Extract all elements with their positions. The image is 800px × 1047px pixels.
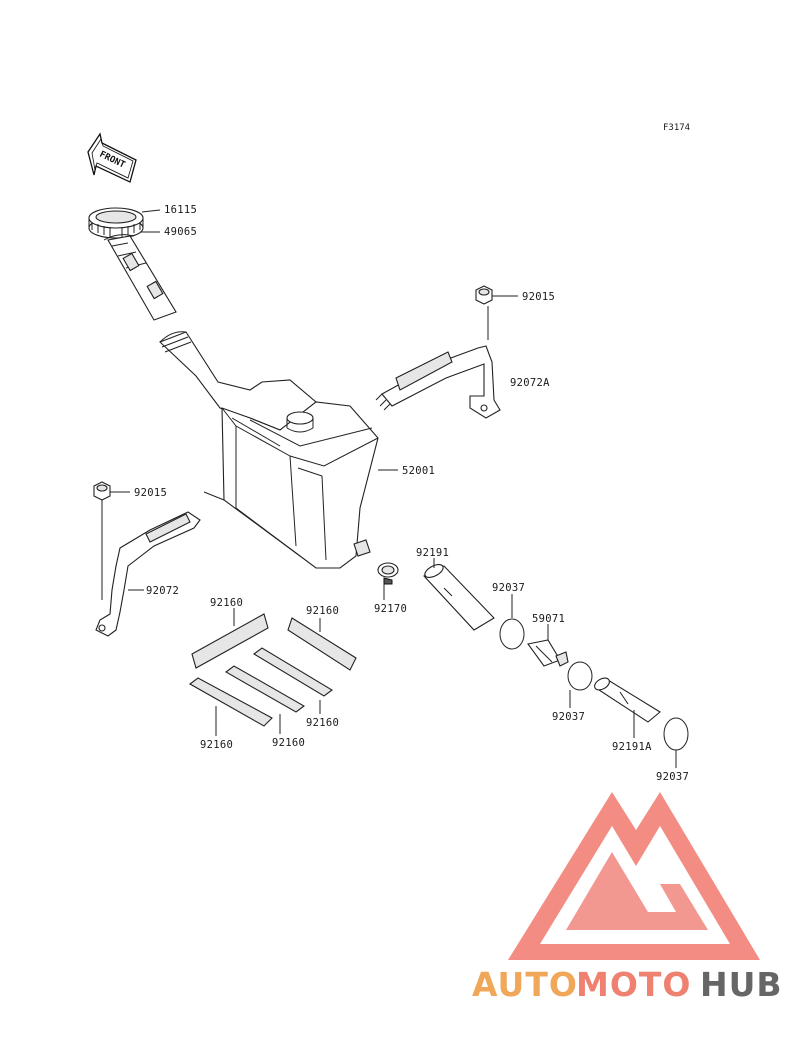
label-92170: 92170 (374, 603, 407, 615)
label-92160-d: 92160 (272, 737, 305, 749)
nut-right (475, 285, 493, 305)
tank-cap (88, 207, 144, 239)
leader-lines (101, 209, 677, 768)
label-92072a: 92072A (510, 377, 550, 389)
circlip-c (663, 717, 689, 751)
label-92015-left: 92015 (134, 487, 167, 499)
fuel-tank (158, 331, 379, 569)
label-59071: 59071 (532, 613, 565, 625)
nut-left (93, 481, 111, 501)
brand-auto: AUTO (472, 965, 578, 1004)
hose-lower (594, 677, 661, 723)
automotohub-logo: AUTO MOTO HUB (472, 792, 783, 1004)
hose-clamp (377, 562, 399, 585)
filler-neck (103, 234, 177, 321)
label-49065: 49065 (164, 226, 197, 238)
label-92037-b: 92037 (552, 711, 585, 723)
bracket-left (95, 511, 201, 637)
front-arrow-icon: FRONT (87, 132, 137, 183)
circlip-b (567, 661, 593, 691)
hose-upper (423, 564, 495, 631)
label-92037-a: 92037 (492, 582, 525, 594)
fuel-filter (527, 639, 569, 667)
brand-moto: MOTO (576, 965, 691, 1004)
circlip-a (499, 618, 525, 650)
label-92160-a: 92160 (210, 597, 243, 609)
label-92015-right: 92015 (522, 291, 555, 303)
label-92191: 92191 (416, 547, 449, 559)
bracket-right (375, 345, 501, 419)
label-92160-c: 92160 (306, 717, 339, 729)
label-92160-e: 92160 (200, 739, 233, 751)
figure-code: F3174 (663, 123, 690, 133)
tank-pads (188, 613, 357, 727)
label-92037-c: 92037 (656, 771, 689, 783)
brand-hub: HUB (700, 965, 783, 1004)
label-52001: 52001 (402, 465, 435, 477)
label-92191a: 92191A (612, 741, 652, 753)
label-92072: 92072 (146, 585, 179, 597)
label-16115: 16115 (164, 204, 197, 216)
label-92160-b: 92160 (306, 605, 339, 617)
